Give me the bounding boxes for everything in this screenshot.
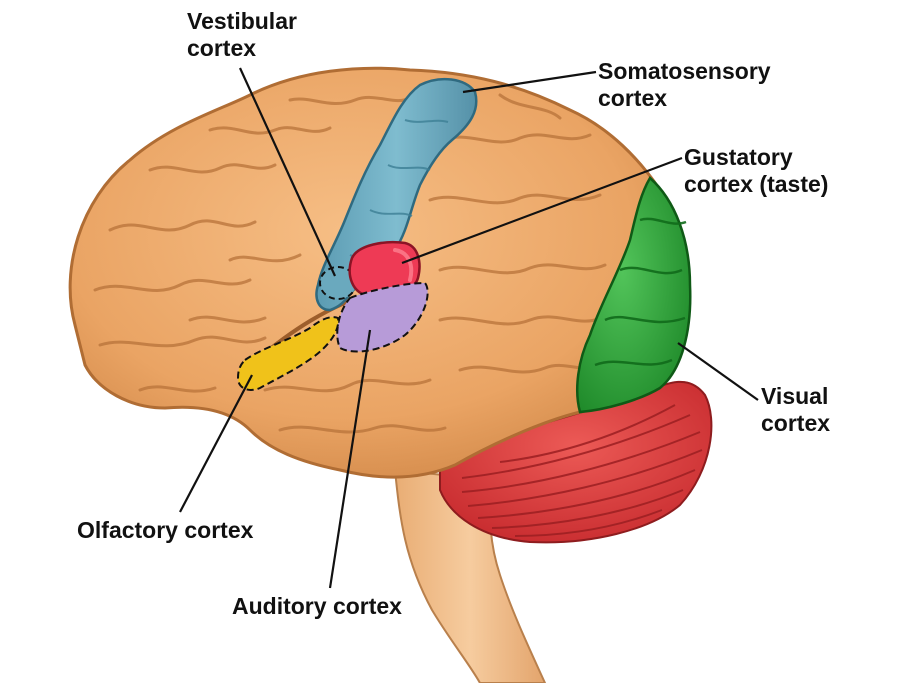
label-somatosensory-line-2: cortex — [598, 85, 668, 111]
label-gustatory-cortex: Gustatory cortex (taste) — [684, 144, 828, 198]
label-visual-line-2: cortex — [761, 410, 831, 436]
leader-visual — [677, 342, 759, 401]
label-olfactory-line-1: Olfactory cortex — [77, 517, 254, 543]
label-visual-line-1: Visual — [761, 383, 829, 409]
label-gustatory-line-1: Gustatory — [684, 144, 793, 170]
leader-vestibular — [238, 67, 337, 277]
label-vestibular-line-1: Vestibular — [187, 8, 297, 34]
label-olfactory-cortex: Olfactory cortex — [77, 517, 253, 544]
gustatory-cortex-region — [348, 241, 421, 298]
label-visual-cortex: Visual cortex — [761, 383, 830, 437]
leader-gustatory — [401, 156, 683, 265]
visual-cortex-region — [576, 176, 692, 414]
label-somatosensory-line-1: Somatosensory — [598, 58, 771, 84]
leader-olfactory — [179, 374, 253, 513]
label-vestibular-line-2: cortex — [187, 35, 257, 61]
label-vestibular-cortex: Vestibular cortex — [187, 8, 297, 62]
brainstem — [393, 468, 547, 683]
label-auditory-line-1: Auditory cortex — [232, 593, 402, 619]
leader-auditory — [328, 329, 372, 589]
label-somatosensory-cortex: Somatosensory cortex — [598, 58, 771, 112]
label-gustatory-line-2: cortex (taste) — [684, 171, 829, 197]
cerebellum-folia — [461, 404, 703, 537]
auditory-cortex-region — [336, 281, 429, 353]
olfactory-cortex-region — [236, 316, 340, 391]
label-auditory-cortex: Auditory cortex — [232, 593, 402, 620]
visual-cortex-gyri — [594, 217, 687, 367]
leader-lines — [179, 67, 759, 589]
leader-somatosensory — [462, 70, 597, 94]
